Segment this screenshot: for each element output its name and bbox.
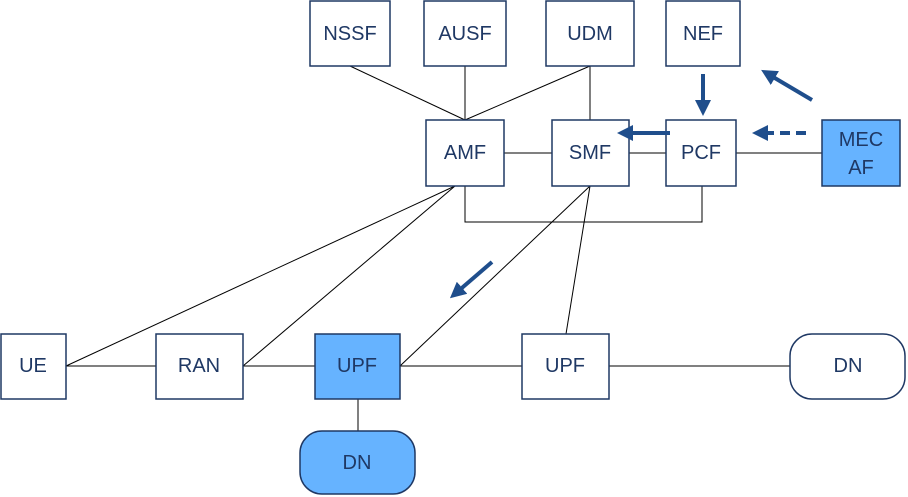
node-udm-label: UDM [567, 23, 613, 45]
node-ue-label: UE [19, 355, 47, 377]
link-nssf-amf [349, 65, 466, 121]
node-pcf-label: PCF [681, 142, 721, 164]
node-dn-local-label: DN [343, 452, 372, 474]
flow-arrows [449, 69, 814, 299]
link-amf-pcf [464, 186, 703, 223]
node-ausf-label: AUSF [438, 23, 491, 45]
node-mec-af: MEC AF [821, 119, 901, 187]
node-dn-central-label: DN [834, 355, 863, 377]
node-amf-label: AMF [444, 142, 486, 164]
arrow-smf-to-upf-local [449, 260, 494, 299]
link-amf-ue [65, 185, 456, 367]
link-amf-ran [242, 185, 456, 367]
node-ran-label: RAN [178, 355, 220, 377]
node-nef: NEF [665, 0, 741, 67]
node-upf-local-label: UPF [337, 355, 377, 377]
arrow-mecaf-to-nef [761, 69, 814, 102]
node-amf: AMF [425, 119, 505, 187]
connections [65, 65, 822, 431]
node-upf-local: UPF [314, 333, 401, 400]
node-ausf: AUSF [423, 0, 507, 67]
node-mec-af-label-line1: MEC [839, 129, 883, 151]
node-nef-label: NEF [683, 23, 723, 45]
node-nssf-label: NSSF [323, 23, 376, 45]
node-ue: UE [0, 333, 67, 400]
node-upf-central-label: UPF [545, 355, 585, 377]
node-upf-central: UPF [521, 333, 610, 400]
link-smf-upf-central [565, 185, 591, 335]
node-ran: RAN [155, 333, 244, 400]
node-dn-local: DN [299, 430, 416, 495]
node-dn-central: DN [789, 333, 906, 400]
node-pcf: PCF [665, 119, 737, 187]
link-udm-amf [464, 65, 591, 121]
node-nssf: NSSF [309, 0, 391, 67]
link-smf-upf-local [399, 185, 591, 367]
node-mec-af-label-line2: AF [848, 157, 874, 179]
node-smf: SMF [551, 119, 630, 187]
node-udm: UDM [545, 0, 635, 67]
node-smf-label: SMF [569, 142, 611, 164]
